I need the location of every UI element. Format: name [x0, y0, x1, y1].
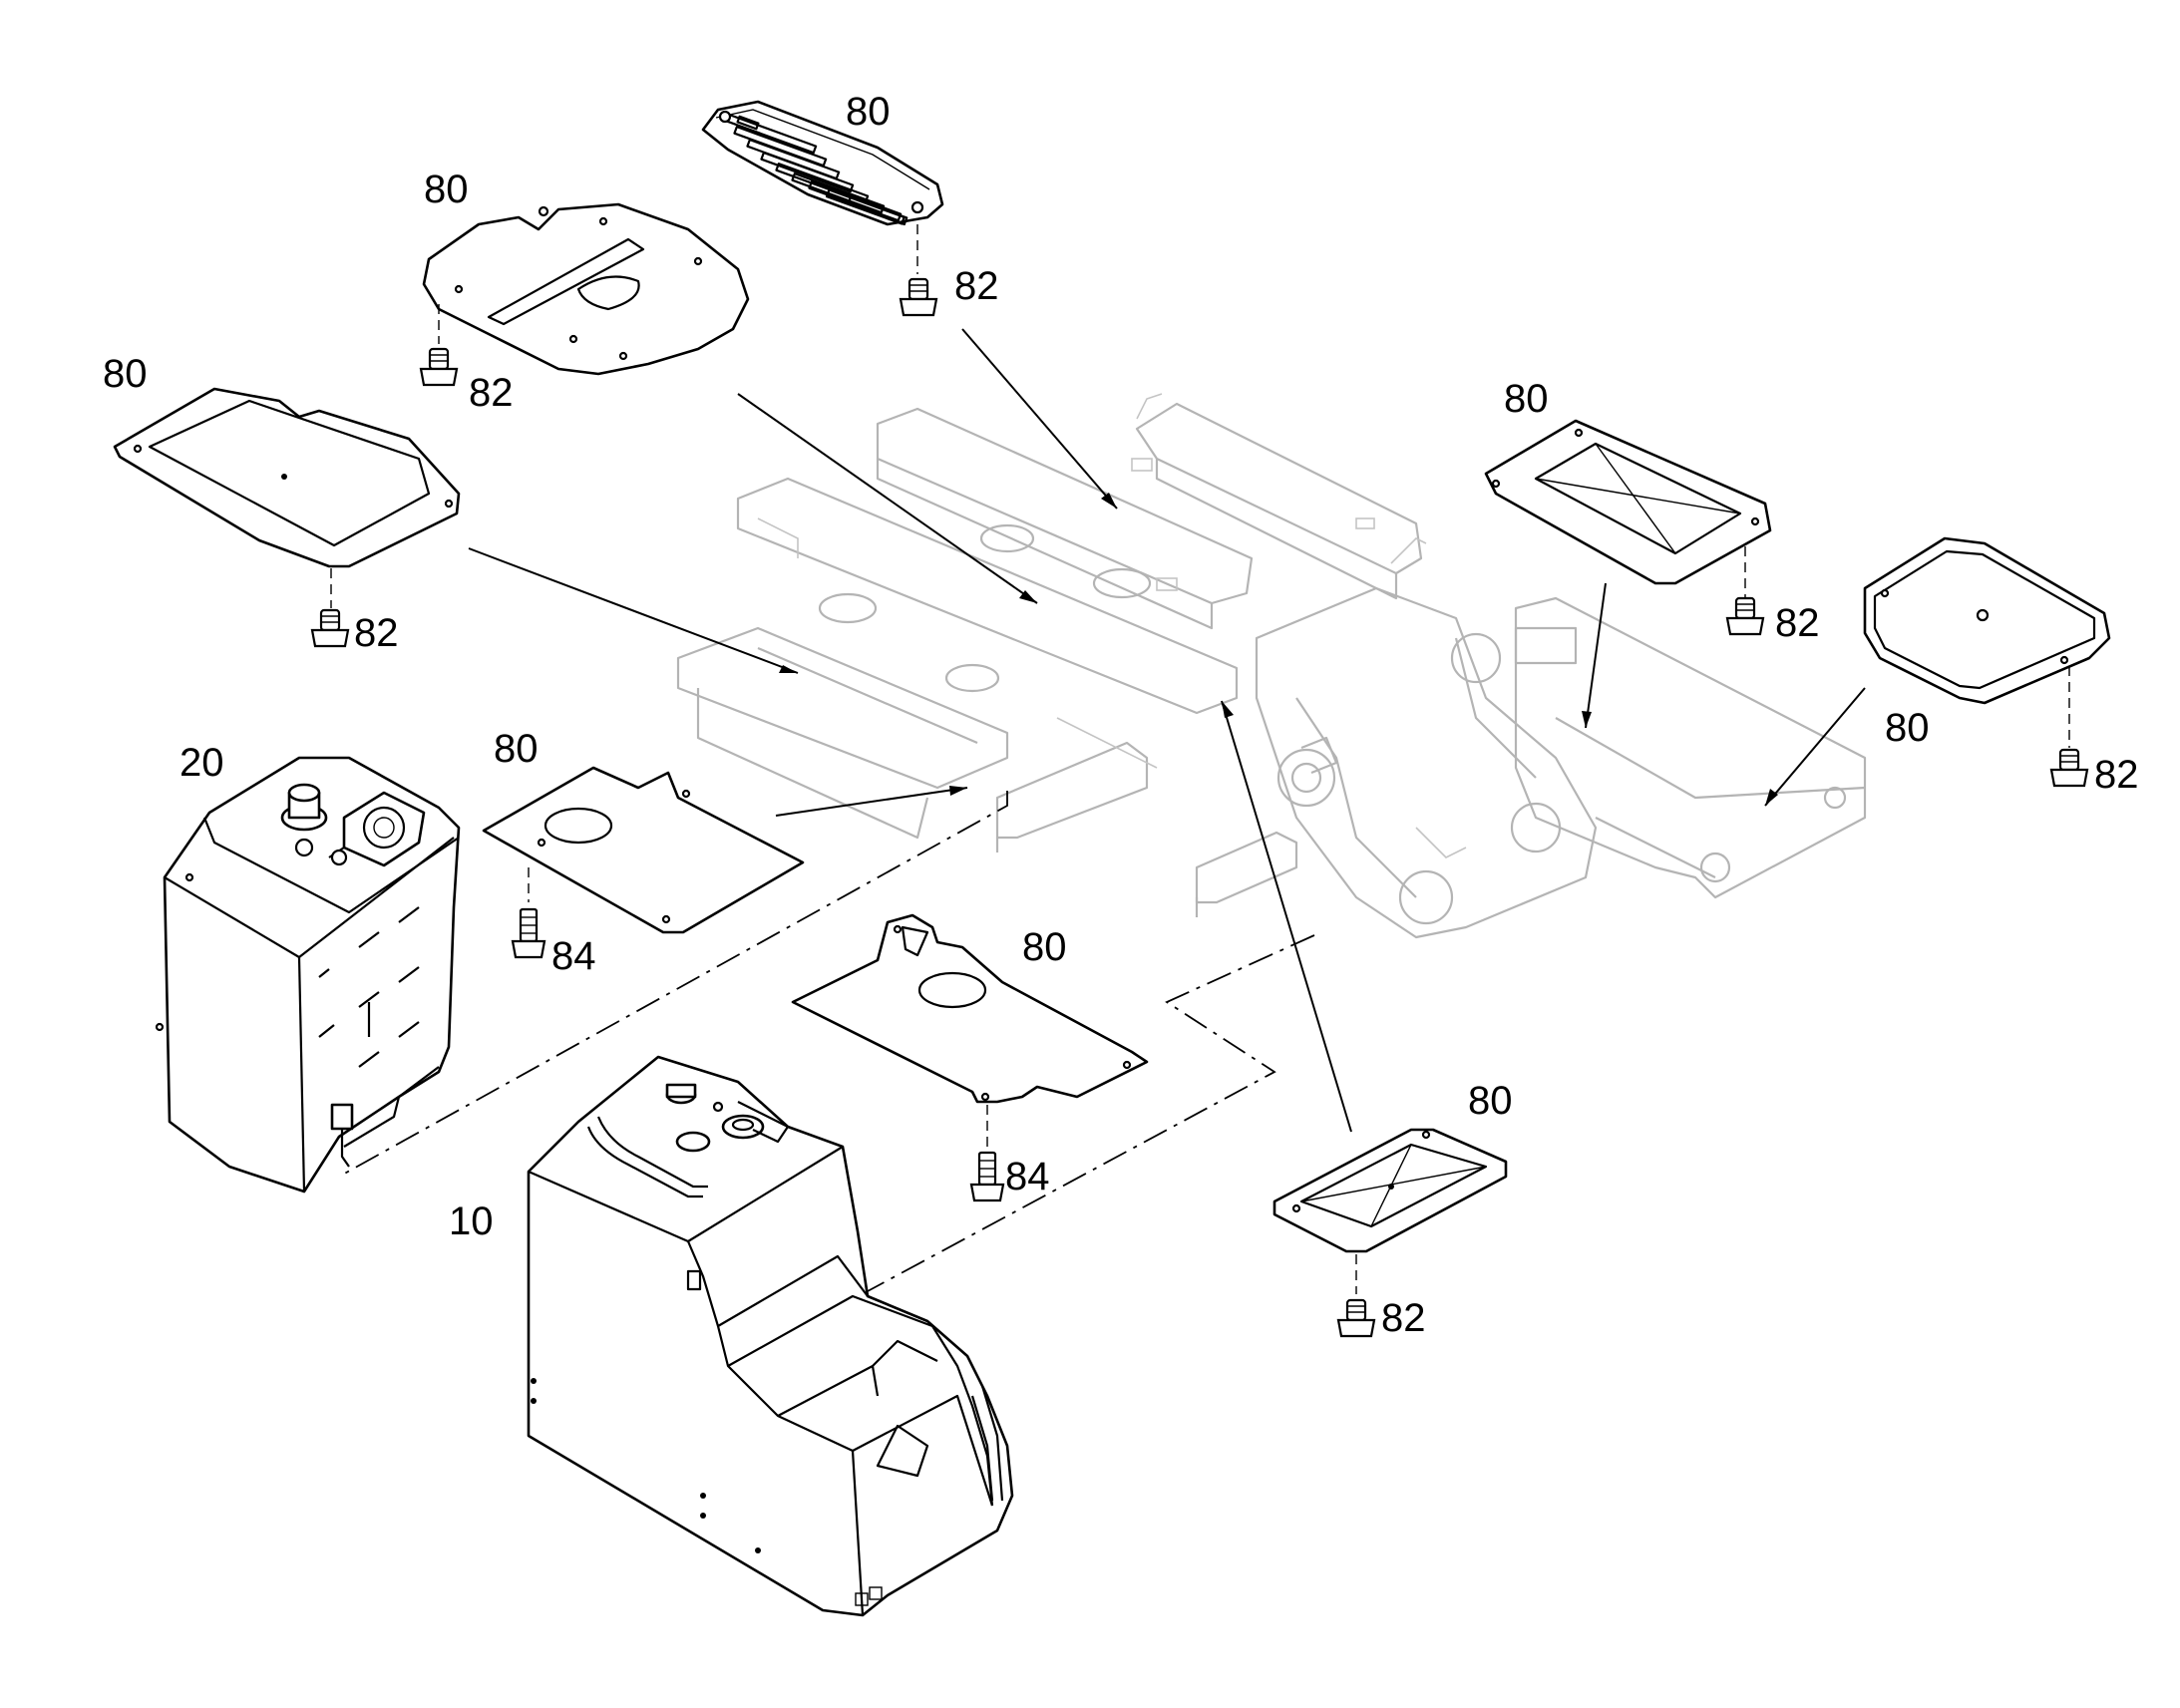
callout-labels: 80 82 80 82 80 82 80 82 80 82 20 80 84 8…: [103, 90, 2139, 1340]
assembly-lines: [338, 791, 1315, 1292]
right-cross-plate-part: [1484, 419, 1772, 598]
callout-10-console: 10: [449, 1199, 494, 1243]
grille-slots: [723, 113, 908, 226]
callout-80-mid-plate: 80: [494, 727, 539, 771]
callout-80-round-cover: 80: [424, 168, 469, 211]
callout-82-frame-plate-bolt: 82: [2094, 753, 2139, 797]
tank-filler-cap: [280, 783, 328, 832]
callout-80-lower-plate: 80: [1022, 925, 1067, 969]
callout-80-grille-cover: 80: [846, 90, 891, 134]
bolt-84-mid-plate: [511, 907, 546, 959]
bolt-82-frame-plate: [2049, 748, 2089, 788]
callout-82-left-plate-bolt: 82: [354, 611, 399, 655]
tank-fan-housing: [342, 791, 426, 867]
upper-frame-chassis: [676, 393, 1867, 939]
mid-plate-part: [482, 766, 805, 934]
bolt-82-round-cover: [419, 347, 459, 387]
bolt-84-lower-plate: [969, 1151, 1005, 1202]
callout-82-right-cross-plate-bolt: 82: [1775, 601, 1820, 645]
callout-80-right-cross-plate: 80: [1504, 377, 1549, 421]
bottom-plate-part: [1272, 1128, 1508, 1294]
callout-82-grille-bolt: 82: [954, 264, 999, 308]
callout-82-round-cover-bolt: 82: [469, 371, 514, 415]
frame-plate-part: [1863, 536, 2111, 748]
console-top-fittings: [665, 1083, 790, 1153]
bolt-82-left-plate: [310, 608, 350, 648]
callout-84-lower-plate-bolt: 84: [1005, 1155, 1050, 1198]
callout-80-bottom-plate: 80: [1468, 1079, 1513, 1123]
bolt-82-right-cross-plate: [1725, 596, 1765, 636]
bolt-82-bottom-plate: [1336, 1298, 1376, 1338]
callout-84-mid-plate-bolt: 84: [551, 934, 596, 978]
callout-80-frame-plate: 80: [1885, 706, 1930, 750]
round-cover-part: [422, 202, 750, 376]
callout-80-left-plate: 80: [103, 352, 148, 396]
tank-part: [155, 756, 461, 1194]
callout-20-tank: 20: [180, 741, 224, 785]
console-part: [527, 1055, 1014, 1617]
tank-side-slots: [318, 906, 420, 1068]
callout-82-bottom-plate-bolt: 82: [1381, 1296, 1426, 1340]
grille-cover-part: [701, 100, 944, 274]
lower-plate-part: [791, 913, 1149, 1147]
bolt-82-grille: [899, 277, 938, 317]
left-plate-part: [113, 387, 461, 608]
leader-lines: [468, 328, 1866, 1133]
